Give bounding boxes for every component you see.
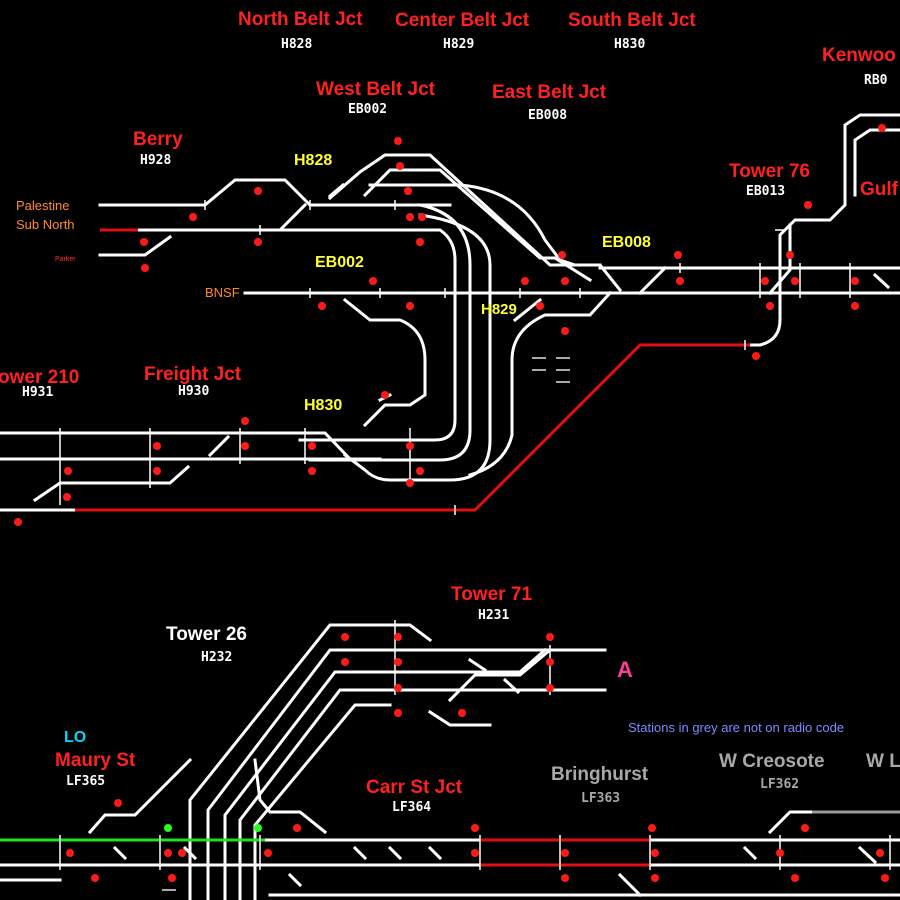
indicator-dashes [532,357,570,383]
tower71-diag-1[interactable] [447,647,553,703]
station-carr-st-jct: Carr St Jct [366,777,463,798]
east-belt-curve[interactable] [368,183,602,267]
bringhurst-diag[interactable] [617,872,643,898]
station-south-belt-jct: South Belt Jct [568,10,696,31]
crossover-h828[interactable]: H828 [294,152,333,169]
route-marker-a[interactable]: A [617,657,633,682]
tower71-diag-2[interactable] [467,657,488,673]
crossover-h829[interactable]: H829 [481,301,517,318]
tower71-track-1[interactable] [188,623,433,900]
tower71-track-3[interactable] [223,647,548,900]
code-w-creosote: LF362 [760,777,800,792]
label-palestine: Palestine [16,198,70,213]
station-tower-71: Tower 71 [451,584,532,605]
crossover-eb002[interactable]: EB002 [315,254,364,271]
parker-track[interactable] [98,234,173,257]
joint-ticks-bottom [59,620,891,870]
code-tower-26: H232 [201,650,233,665]
station-berry: Berry [133,129,183,150]
station-west-belt-jct: West Belt Jct [316,79,435,100]
occupied-block-1[interactable] [75,343,750,512]
crossover-dashes-lower [112,845,758,888]
label-parker: Parker [55,256,76,263]
code-berry: H928 [140,153,172,168]
code-south-belt: H830 [614,37,646,52]
code-tower-76: EB013 [746,184,786,199]
west-belt-loop-inner[interactable] [342,213,492,482]
tower71-diag-3[interactable] [502,677,521,695]
code-bringhurst: LF363 [581,791,621,806]
code-tower-71: H231 [478,608,510,623]
station-w-creosote: W Creosote [719,751,825,772]
bnsf-loop-track[interactable] [342,297,427,428]
wl-diag[interactable] [857,845,878,865]
label-sub-north: Sub North [16,217,75,232]
creosote-crossover[interactable] [767,810,814,835]
station-center-belt-jct: Center Belt Jct [395,10,530,31]
bnsf-diag-short[interactable] [872,272,891,290]
code-carr-st-jct: LF364 [392,800,432,815]
freight-cross[interactable] [298,431,353,462]
indicator-lo: LO [64,729,87,746]
station-freight-jct: Freight Jct [144,364,242,385]
west-belt-loop-outer[interactable] [308,203,472,462]
tower76-track[interactable] [648,113,900,347]
h829-curve-track[interactable] [468,290,613,477]
carr-loop[interactable] [253,758,328,835]
palestine-track[interactable] [98,178,452,207]
code-center-belt: H829 [443,37,475,52]
sub-north-track[interactable] [136,202,308,232]
eb008-diag-track[interactable] [637,265,668,296]
h829-diag-track[interactable] [512,297,543,323]
signals[interactable] [14,124,889,882]
station-bringhurst: Bringhurst [551,764,649,785]
station-tower-26: Tower 26 [166,624,247,645]
station-w-l: W L [866,751,900,772]
h828-diag-short[interactable] [327,182,346,199]
tower76-track-2[interactable] [767,223,792,296]
code-tower-210: H931 [22,385,54,400]
station-north-belt-jct: North Belt Jct [238,9,363,30]
station-east-belt-jct: East Belt Jct [492,82,607,103]
station-tower-210: ower 210 [0,367,80,388]
crossover-eb008[interactable]: EB008 [602,234,651,251]
code-kenwood: RB0 [864,73,888,88]
code-freight-jct: H930 [178,384,210,399]
tower71-track-2[interactable] [206,648,607,900]
station-maury-st: Maury St [55,750,136,771]
tower71-siding[interactable] [427,709,492,727]
station-gulf: Gulf [860,179,898,200]
upper-tracks [0,113,900,512]
tower71-track-4[interactable] [238,688,607,900]
code-east-belt: EB008 [528,108,568,123]
code-west-belt: EB002 [348,102,388,117]
station-tower-76: Tower 76 [729,161,810,182]
crossover-h830[interactable]: H830 [304,397,343,414]
maury-connector[interactable] [87,757,193,835]
grey-stations-note: Stations in grey are not on radio code [628,720,845,735]
label-bnsf: BNSF [205,285,240,300]
code-north-belt: H828 [281,37,313,52]
lower-tracks [0,623,900,900]
joint-ticks-top [59,200,851,515]
tower210-diag-1[interactable] [32,464,191,503]
h828-main-track[interactable] [233,228,457,442]
tower71-track-5[interactable] [253,703,392,900]
code-maury-st: LF365 [66,774,106,789]
tower210-diag-2[interactable] [207,434,231,458]
station-kenwood: Kenwoo [822,45,896,66]
